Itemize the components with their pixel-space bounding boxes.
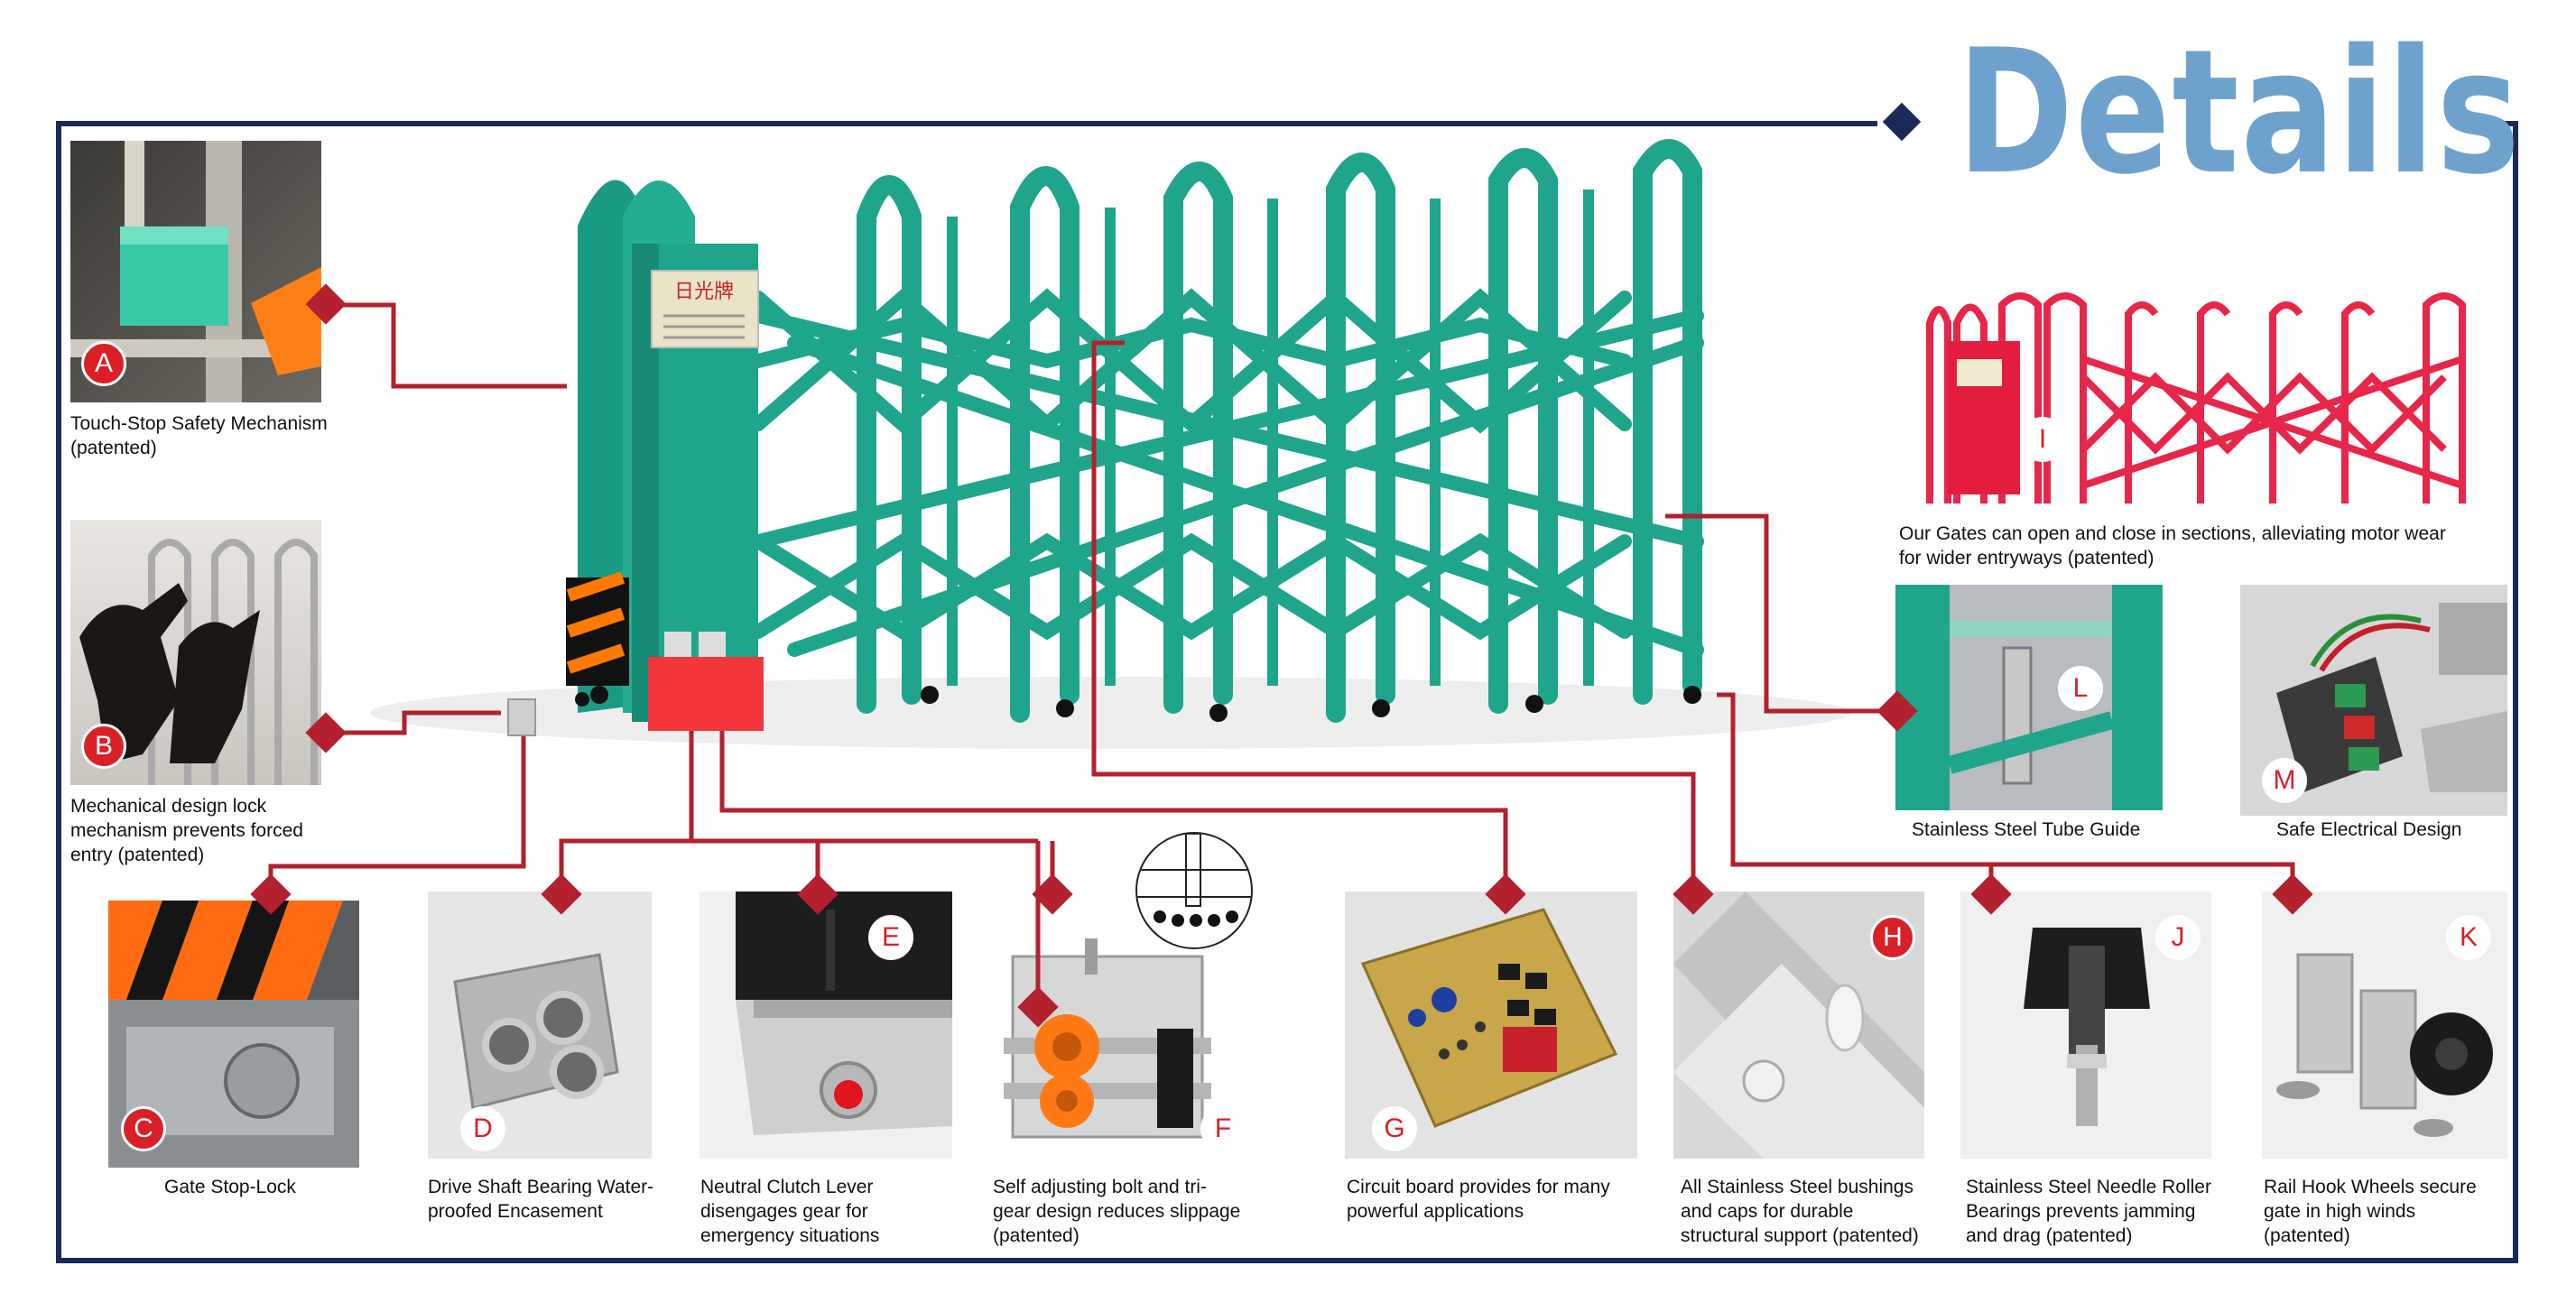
feature-j-image xyxy=(1960,892,2211,1159)
feature-c-caption: Gate Stop-Lock xyxy=(164,1177,296,1197)
feature-m-caption: Safe Electrical Design xyxy=(2276,819,2462,840)
feature-k-badge: K xyxy=(2446,915,2491,960)
svg-text:日光牌: 日光牌 xyxy=(674,281,734,303)
feature-e-badge: E xyxy=(868,915,913,960)
feature-b-badge: B xyxy=(81,724,126,769)
feature-d-badge: D xyxy=(460,1106,505,1151)
feature-i-badge: I xyxy=(2020,417,2065,462)
feature-i-caption: Our Gates can open and close in sections… xyxy=(1899,523,2446,568)
feature-f-image xyxy=(1004,911,1220,1168)
feature-a-caption: Touch-Stop Safety Mechanism(patented) xyxy=(70,413,328,458)
feature-h-badge: H xyxy=(1870,915,1915,960)
feature-f-caption: Self adjusting bolt and tri-gear design … xyxy=(993,1177,1241,1246)
feature-c-badge: C xyxy=(121,1106,166,1151)
feature-d-caption: Drive Shaft Bearing Water-proofed Encase… xyxy=(428,1177,654,1222)
feature-l-badge: L xyxy=(2058,666,2103,711)
feature-d-image xyxy=(428,892,652,1159)
page-title: Details xyxy=(1957,13,2522,212)
feature-f-detail-inset xyxy=(1135,832,1253,949)
feature-j-badge: J xyxy=(2155,915,2201,960)
feature-m-badge: M xyxy=(2262,758,2307,803)
feature-a-badge: A xyxy=(81,341,126,386)
feature-i-image xyxy=(1921,287,2484,511)
feature-l-caption: Stainless Steel Tube Guide xyxy=(1912,819,2141,840)
feature-e-image xyxy=(700,892,952,1159)
feature-l-image xyxy=(1895,585,2163,810)
details-frame xyxy=(56,121,2518,1263)
feature-g-image xyxy=(1345,892,1637,1159)
feature-g-badge: G xyxy=(1372,1106,1417,1151)
feature-f-badge: F xyxy=(1200,1106,1246,1151)
